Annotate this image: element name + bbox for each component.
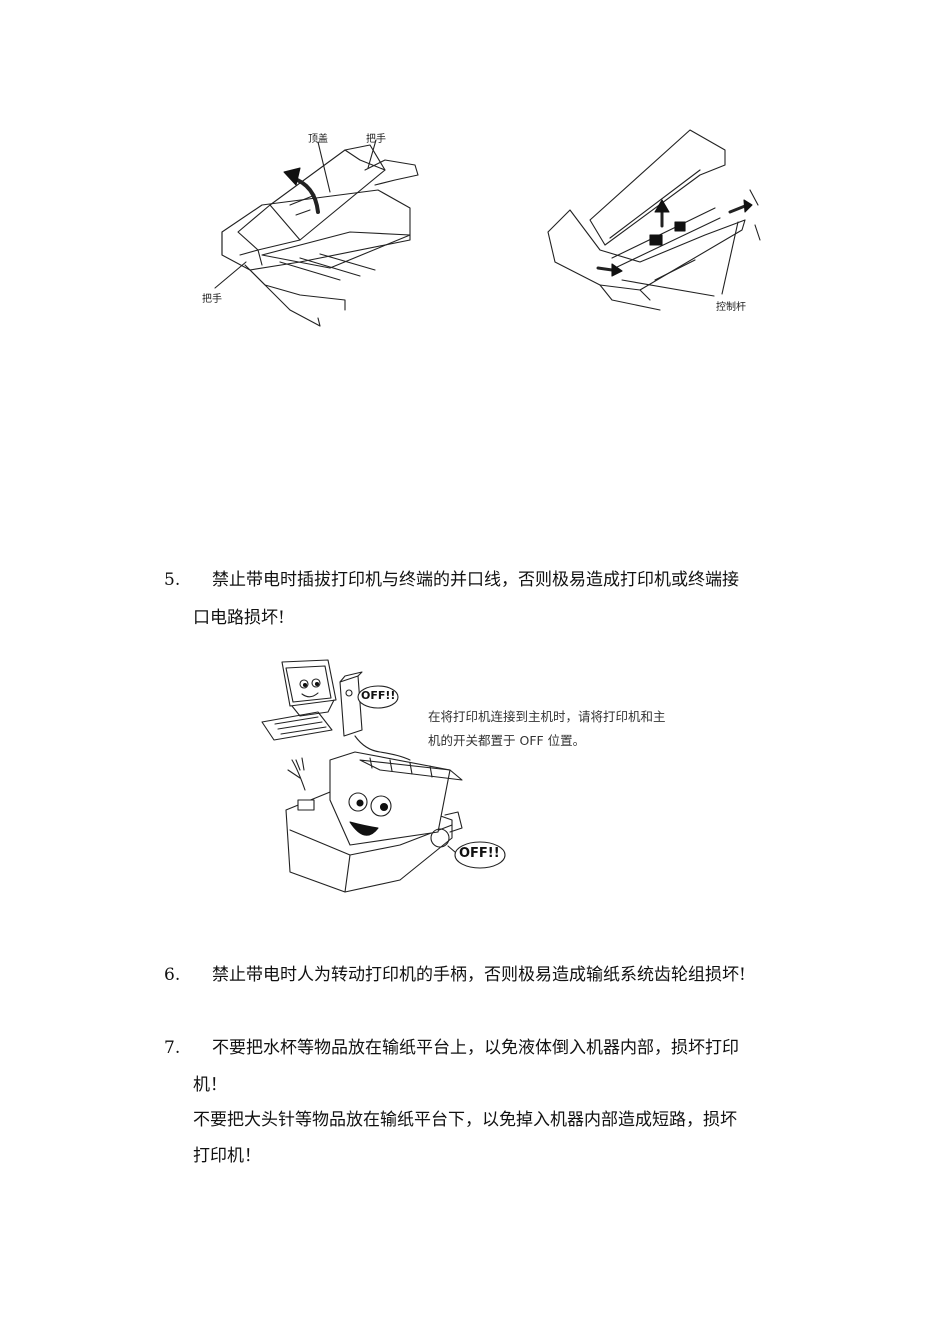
item-7-line-4: 打印机！: [193, 1146, 261, 1166]
label-handle-left: 把手: [202, 294, 222, 305]
item-5-line-2: 口电路损坏!: [193, 608, 285, 628]
item-6-line-1: 禁止带电时人为转动打印机的手柄，否则极易造成输纸系统齿轮组损坏!: [212, 965, 746, 985]
item-6-number: 6.: [164, 965, 181, 985]
item-7-line-1: 不要把水杯等物品放在输纸平台上，以免液体倒入机器内部，损坏打印: [212, 1038, 739, 1058]
label-top-cover: 顶盖: [308, 134, 328, 145]
label-handle-top: 把手: [366, 134, 386, 145]
figure-caption-line-2: 机的开关都置于 OFF 位置。: [428, 733, 586, 748]
item-5-number: 5.: [164, 570, 181, 590]
printer-cover-illustration: [214, 139, 419, 327]
item-7-number: 7.: [164, 1038, 181, 1058]
bubble-text-top: OFF!!: [361, 689, 396, 702]
cartoon-illustration: [261, 659, 506, 893]
item-7-line-3: 不要把大头针等物品放在输纸平台下，以免掉入机器内部造成短路，损坏: [193, 1110, 737, 1130]
item-7-line-2: 机！: [193, 1075, 227, 1095]
bubble-text-bottom: OFF!!: [459, 846, 500, 861]
figure-caption-line-1: 在将打印机连接到主机时，请将打印机和主: [428, 709, 666, 724]
item-5-line-1: 禁止带电时插拔打印机与终端的并口线，否则极易造成打印机或终端接: [212, 570, 739, 590]
printer-lever-illustration: [547, 129, 761, 311]
label-control-lever: 控制杆: [716, 302, 746, 313]
